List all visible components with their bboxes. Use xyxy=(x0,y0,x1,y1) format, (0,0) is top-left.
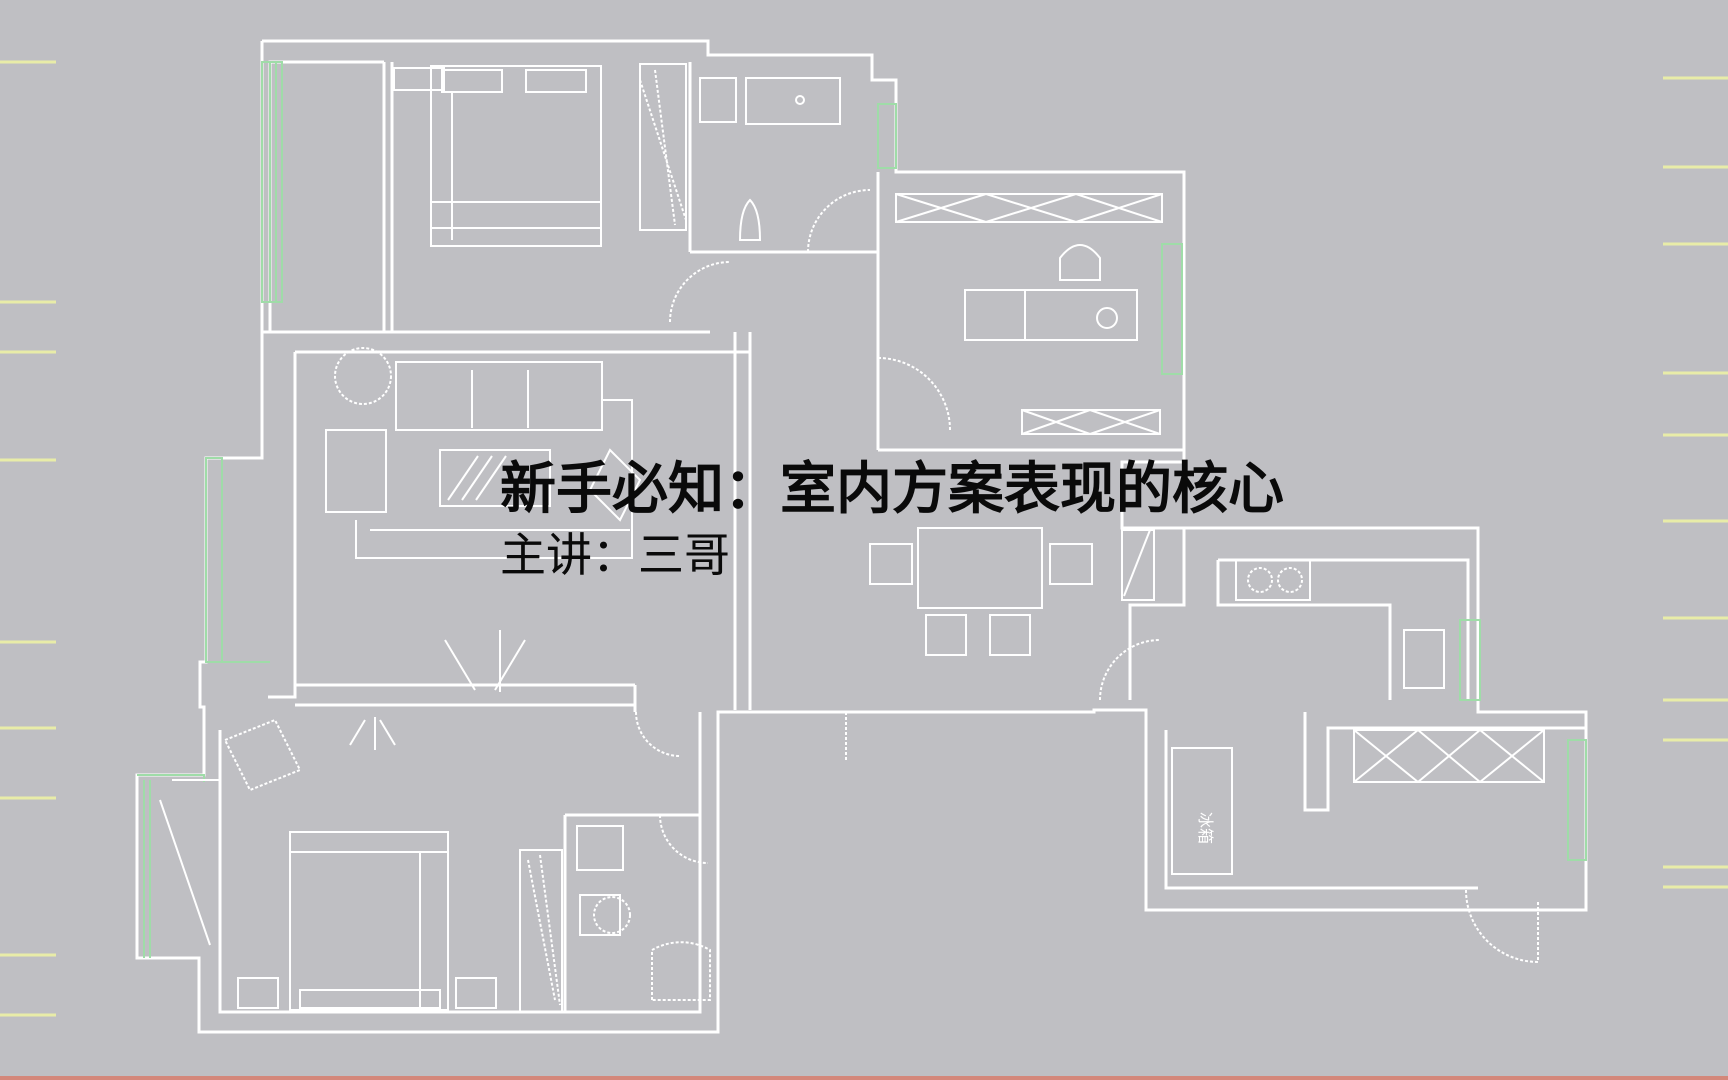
study xyxy=(877,193,1163,435)
presenter-line: 主讲：三哥 xyxy=(500,528,730,582)
master-bedroom xyxy=(393,63,687,247)
balcony-utility xyxy=(1171,747,1539,964)
bottom-progress-bar xyxy=(0,1076,1728,1080)
living-room xyxy=(325,347,642,692)
kitchen xyxy=(1235,559,1545,783)
dining-area xyxy=(635,527,1161,760)
slide-title-block: 新手必知：室内方案表现的核心 主讲：三哥 xyxy=(500,457,1284,582)
right-ruler-ticks xyxy=(1663,76,1728,889)
bathroom-1 xyxy=(669,77,871,323)
bathroom-2 xyxy=(576,814,711,1001)
left-ruler-ticks xyxy=(0,60,56,1017)
fridge-label: 冰箱 xyxy=(1196,812,1215,844)
windows xyxy=(137,61,1587,958)
slide-title: 新手必知：室内方案表现的核心 xyxy=(500,457,1284,522)
second-bedroom xyxy=(159,717,563,1013)
